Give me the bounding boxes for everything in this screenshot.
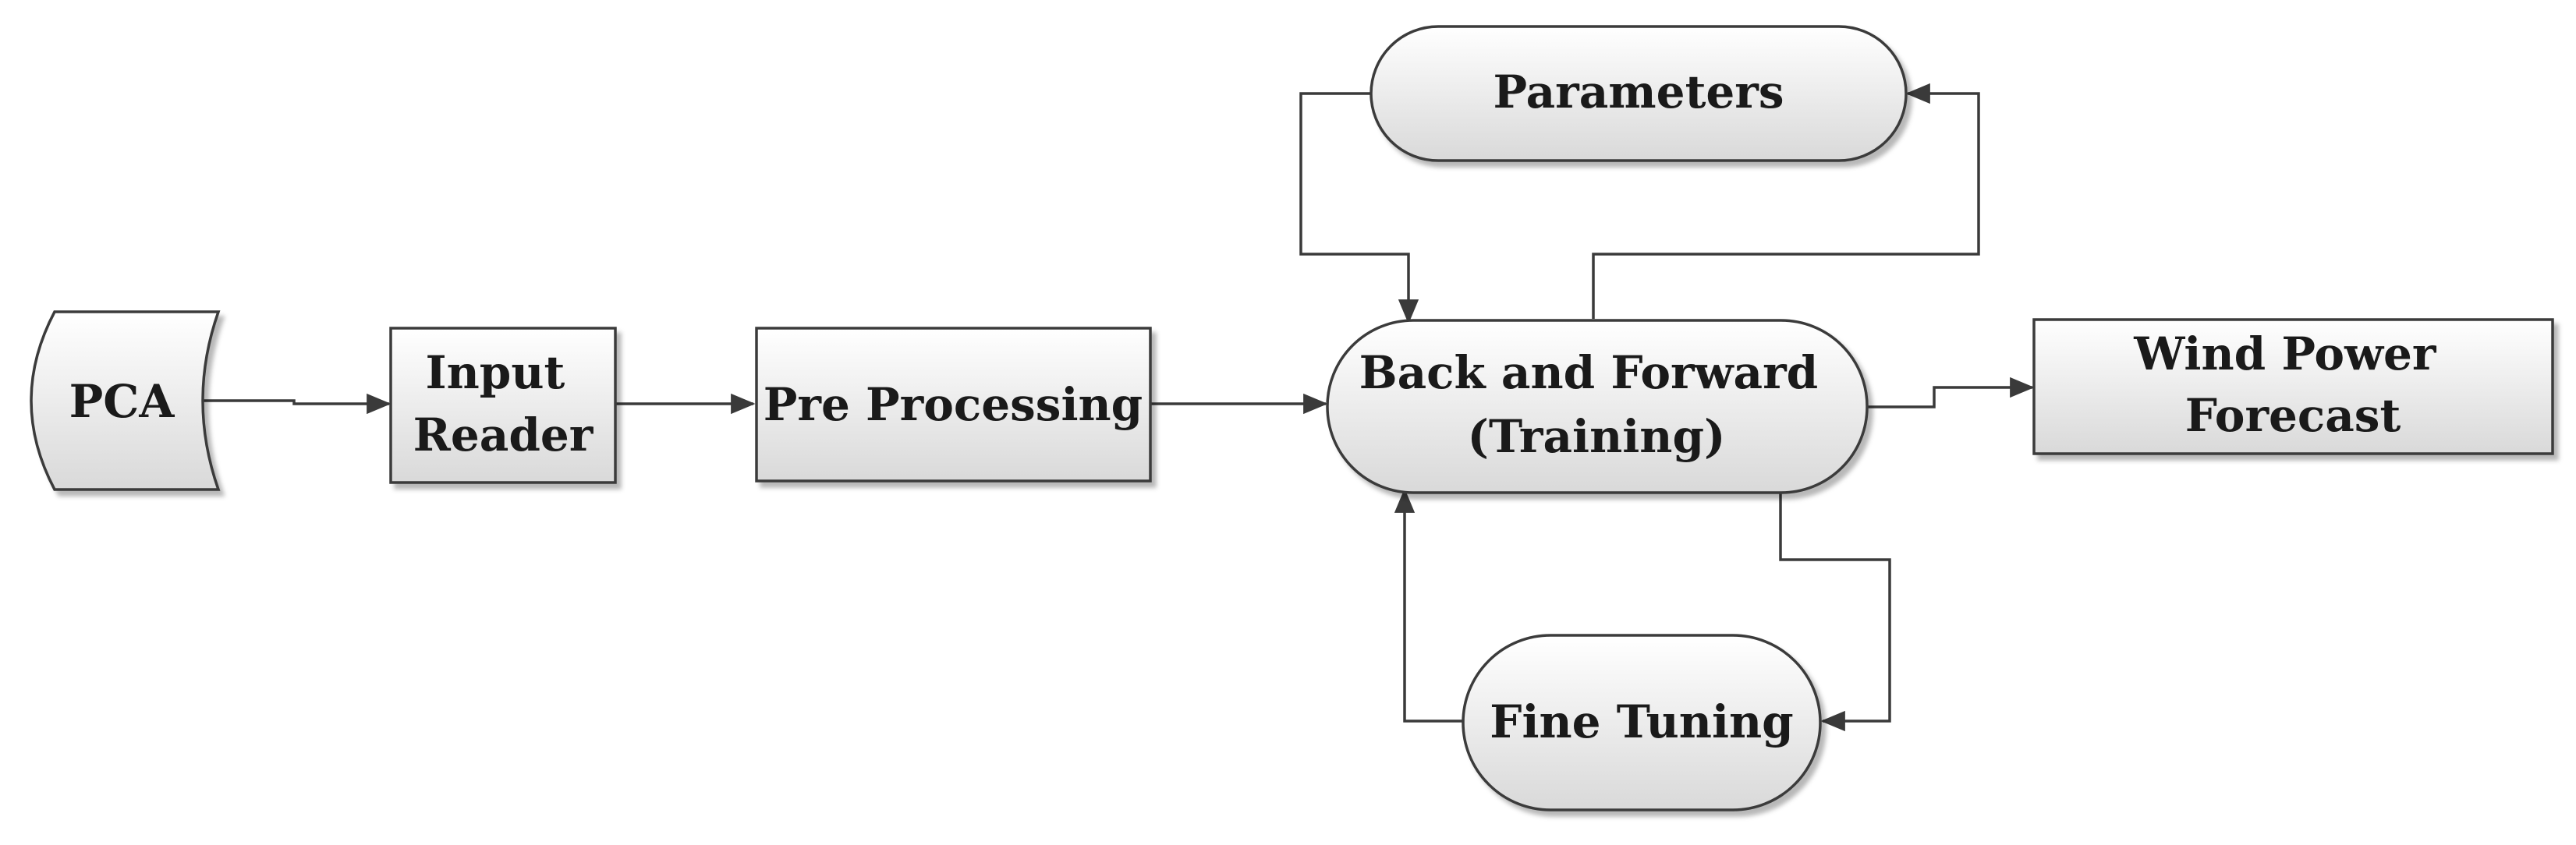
training-line-1: Back and Forward: [1359, 346, 1819, 399]
edge-training-to-wind-power: [1866, 377, 2035, 408]
wind-power-box: [2032, 318, 2554, 455]
parameters-label: Parameters: [1494, 65, 1784, 118]
node-parameters: Parameters: [1369, 25, 1908, 162]
pre-processing-box: [755, 327, 1152, 483]
training-box: [1326, 319, 1869, 494]
training-line-2: (Training): [1468, 410, 1726, 463]
node-input-reader: Input Reader: [389, 327, 617, 484]
pre-processing-label: Pre Processing: [764, 378, 1143, 431]
wind-power-line-1: Wind Power: [2133, 327, 2437, 380]
node-back-and-forward-training: Back and Forward (Training): [1326, 319, 1869, 494]
input-reader-label: Input Reader: [413, 346, 594, 461]
node-pca: PCA: [30, 310, 221, 491]
fine-tuning-label: Fine Tuning: [1490, 695, 1793, 748]
fine-tuning-box: [1462, 634, 1822, 811]
input-reader-box: [389, 327, 617, 484]
pca-label: PCA: [69, 375, 175, 428]
parameters-box: [1369, 25, 1908, 162]
node-wind-power-forecast: Wind Power Forecast: [2032, 318, 2554, 455]
input-reader-line-1: Input: [425, 346, 565, 399]
edge-training-to-fine-tuning: [1779, 493, 1891, 732]
wind-power-line-2: Forecast: [2185, 389, 2401, 442]
input-reader-line-2: Reader: [413, 408, 594, 461]
pca-shape: [30, 310, 221, 491]
edge-training-to-parameters: [1592, 83, 1980, 319]
node-fine-tuning: Fine Tuning: [1462, 634, 1822, 811]
edge-parameters-to-training: [1299, 92, 1419, 324]
edge-fine-tuning-to-training: [1394, 488, 1463, 723]
wind-power-label: Wind Power Forecast: [2133, 327, 2451, 442]
edge-pca-to-input-reader: [197, 393, 392, 415]
edges: [197, 83, 2035, 732]
node-pre-processing: Pre Processing: [755, 327, 1152, 483]
training-label: Back and Forward (Training): [1359, 346, 1834, 463]
